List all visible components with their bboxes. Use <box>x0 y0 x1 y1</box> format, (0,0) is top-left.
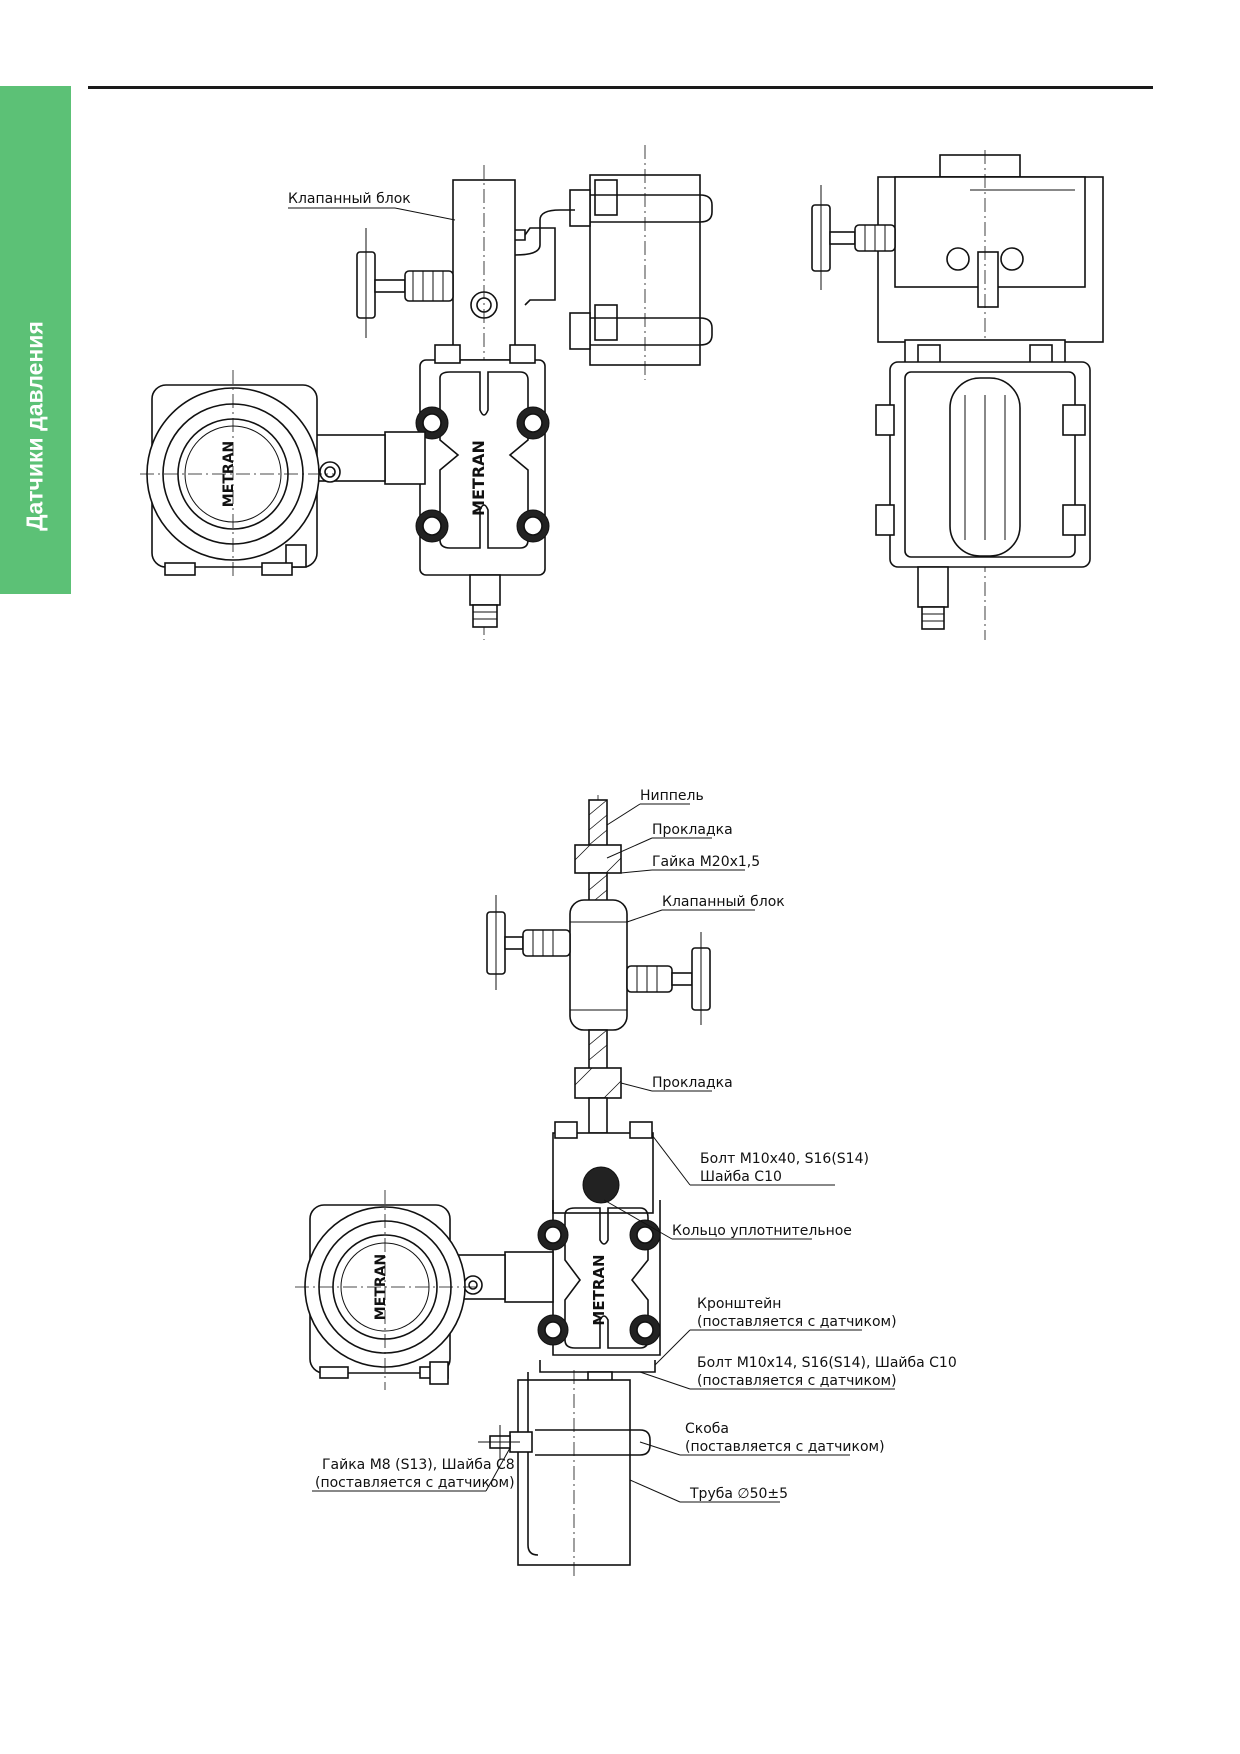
figure1-housing-brand: METRAN <box>221 441 237 507</box>
callout-bolt2-line1: Болт М10х14, S16(S14), Шайба С10 <box>697 1355 957 1371</box>
callout-bracket-line1: Кронштейн <box>697 1296 781 1312</box>
callout-pipe: Труба ∅50±5 <box>689 1486 788 1502</box>
figure1-valve-block-label: Клапанный блок <box>288 191 411 207</box>
figure2-body-brand: METRAN <box>590 1254 608 1325</box>
callout-seal-ring: Кольцо уплотнительное <box>672 1223 852 1239</box>
callout-nipple: Ниппель <box>640 788 704 804</box>
callout-bolt1-line2: Шайба С10 <box>700 1169 782 1185</box>
callout-nut: Гайка М20х1,5 <box>652 854 760 870</box>
callout-nut2-line2: (поставляется с датчиком) <box>315 1475 515 1491</box>
callout-bolt1-line1: Болт М10х40, S16(S14) <box>700 1151 869 1167</box>
callout-gasket-top: Прокладка <box>652 822 733 838</box>
callout-valve-block: Клапанный блок <box>662 894 785 910</box>
figure1-right-view <box>811 150 1104 640</box>
figure2-housing-brand: METRAN <box>373 1254 389 1320</box>
section-tab: Датчики давления <box>0 86 71 594</box>
figure1-left-brand: METRAN <box>469 440 488 516</box>
callout-clamp-line2: (поставляется с датчиком) <box>685 1439 885 1455</box>
callout-nut2-line1: Гайка М8 (S13), Шайба С8 <box>322 1457 515 1473</box>
callout-bolt2-line2: (поставляется с датчиком) <box>697 1373 897 1389</box>
callout-bracket-line2: (поставляется с датчиком) <box>697 1314 897 1330</box>
figure1-left-view: METRAN METRAN Клапанный блок <box>140 145 713 640</box>
figure2-assembly: METRAN METRAN <box>295 795 711 1580</box>
top-rule <box>88 86 1153 89</box>
callout-gasket-bottom: Прокладка <box>652 1075 733 1091</box>
callout-clamp-line1: Скоба <box>685 1421 729 1437</box>
figure2-callouts: Ниппель Прокладка Гайка М20х1,5 Клапанны… <box>312 788 957 1503</box>
